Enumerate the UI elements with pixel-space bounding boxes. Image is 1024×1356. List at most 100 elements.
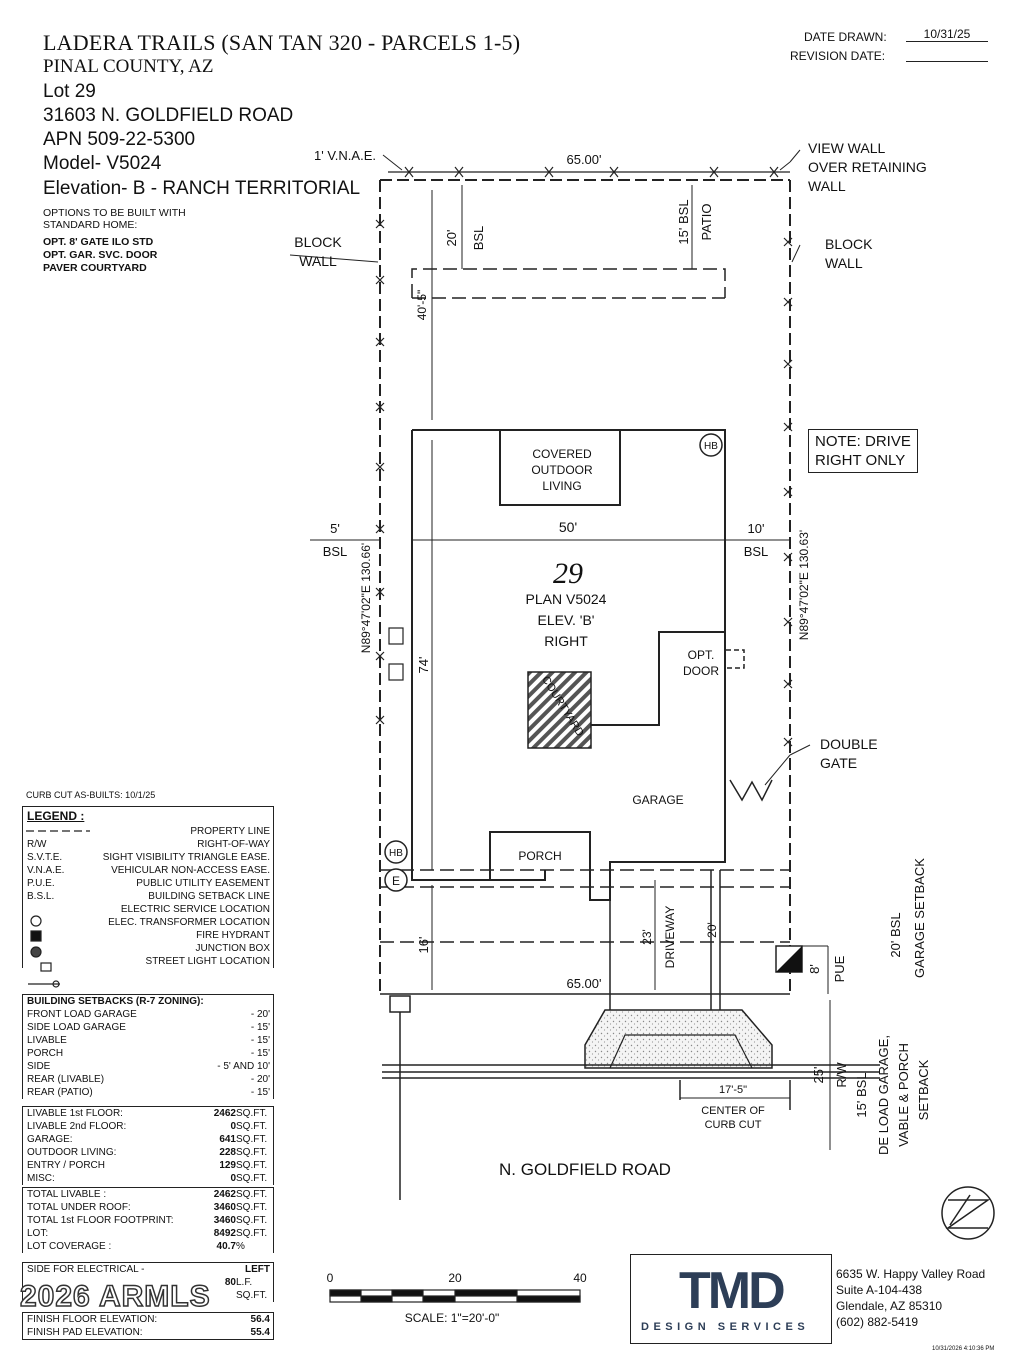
setback-label: SIDE LOAD GARAGE xyxy=(27,1022,126,1033)
scale-bar xyxy=(329,1289,581,1303)
legend-row: ELEC. TRANSFORMER LOCATION xyxy=(23,916,273,929)
legend-row: P.U.E.PUBLIC UTILITY EASEMENT xyxy=(23,877,273,890)
address-line-1: 6635 W. Happy Valley Road xyxy=(836,1267,986,1281)
totals-value: 3460 xyxy=(213,1215,236,1226)
legend-key: B.S.L. xyxy=(27,891,55,902)
rw-label: R/W xyxy=(834,1062,849,1088)
view-wall-1: VIEW WALL xyxy=(808,140,885,156)
totals-row: LOT COVERAGE :40.7% xyxy=(23,1240,273,1253)
setback-row: REAR (PATIO)- 15' xyxy=(23,1086,273,1099)
setback-value: - 15' xyxy=(250,1048,270,1059)
label-patio: PATIO xyxy=(699,203,714,240)
totals-label: LOT COVERAGE : xyxy=(27,1241,112,1252)
legend-row: STREET LIGHT LOCATION xyxy=(23,955,273,968)
totals-value-group: 3460SQ.FT. xyxy=(214,1201,270,1214)
totals-unit: % xyxy=(236,1241,245,1252)
setback-value: - 15' xyxy=(250,1035,270,1046)
courtyard-pavers xyxy=(527,671,592,749)
legend-title: LEGEND : xyxy=(27,809,85,823)
north-arrow-icon xyxy=(941,1186,995,1240)
option-2: OPT. GAR. SVC. DOOR xyxy=(43,249,158,261)
elevations-value: 55.4 xyxy=(250,1327,270,1338)
scale-label: SCALE: 1"=20'-0" xyxy=(405,1311,500,1325)
option-1: OPT. 8' GATE ILO STD xyxy=(43,236,154,248)
label-patio-bsl: 15' BSL xyxy=(676,199,691,244)
lot-number: Lot 29 xyxy=(43,81,96,102)
curb-cut-1: CENTER OF xyxy=(701,1105,765,1117)
totals-label: TOTAL 1st FLOOR FOOTPRINT: xyxy=(27,1215,174,1226)
legend-label: STREET LIGHT LOCATION xyxy=(145,956,270,967)
elevations-value-group: 56.4 xyxy=(251,1313,270,1326)
scale-tick-40: 40 xyxy=(573,1271,587,1285)
legend-label: RIGHT-OF-WAY xyxy=(197,839,270,850)
legend-label: PUBLIC UTILITY EASEMENT xyxy=(136,878,270,889)
totals-value-group: 2462SQ.FT. xyxy=(214,1188,270,1201)
dim-23: 23' xyxy=(640,929,654,945)
totals-value-group: 3460SQ.FT. xyxy=(214,1214,270,1227)
property-line xyxy=(379,179,791,995)
mls-watermark: 2026 ARMLS xyxy=(19,1279,211,1314)
setback-row: FRONT LOAD GARAGE- 20' xyxy=(23,1008,273,1021)
side-setback-2: VABLE & PORCH xyxy=(896,1043,911,1147)
areas-label: MISC: xyxy=(27,1173,55,1184)
opt-door-1: OPT. xyxy=(688,648,715,662)
dim-front-16: 16' xyxy=(416,937,431,954)
road-name: N. GOLDFIELD ROAD xyxy=(499,1160,671,1179)
legend-row: PROPERTY LINE xyxy=(23,825,273,838)
street-address: 31603 N. GOLDFIELD ROAD xyxy=(43,105,294,126)
bsl-10-dim: 10' xyxy=(748,521,765,536)
print-timestamp: 10/31/2026 4:10:36 PM xyxy=(932,1346,995,1352)
dim-bottom: 65.00' xyxy=(566,976,601,991)
legend-key xyxy=(27,916,85,929)
bearing-right: N89°47'02"E 130.63' xyxy=(797,530,811,640)
electric-label: E xyxy=(392,874,400,888)
hand-label: RIGHT xyxy=(544,633,588,649)
legend-label: ELECTRIC SERVICE LOCATION xyxy=(120,904,270,915)
curb-cut-note: CURB CUT AS-BUILTS: 10/1/25 xyxy=(26,790,155,800)
hose-bib-icon xyxy=(384,840,408,864)
revision-label: REVISION DATE: xyxy=(790,49,886,63)
road-edges xyxy=(382,1000,880,1200)
date-drawn: 10/31/25 xyxy=(906,27,988,42)
company-logo-box: TMD DESIGN SERVICES xyxy=(630,1254,832,1344)
areas-value-group: 0SQ.FT. xyxy=(230,1120,270,1133)
setback-value: - 15' xyxy=(250,1087,270,1098)
areas-value: 129 xyxy=(219,1160,236,1171)
totals-row: TOTAL UNDER ROOF:3460SQ.FT. xyxy=(23,1201,273,1214)
elevations-value: 56.4 xyxy=(250,1314,270,1325)
bsl-20-label: 20' BSL xyxy=(888,912,903,957)
dim-width: 50' xyxy=(559,519,577,535)
model: Model- V5024 xyxy=(43,153,161,175)
areas-unit: SQ.FT. xyxy=(236,1147,268,1158)
vnae-label: 1' V.N.A.E. xyxy=(314,148,376,163)
totals-value-group: 8492SQ.FT. xyxy=(214,1227,270,1240)
legend-label: PROPERTY LINE xyxy=(190,826,270,837)
setback-label: PORCH xyxy=(27,1048,64,1059)
areas-row: LIVABLE 1st FLOOR:2462SQ.FT. xyxy=(23,1107,273,1120)
setback-row: LIVABLE- 15' xyxy=(23,1034,273,1047)
areas-value: 0 xyxy=(230,1173,236,1184)
elev-label: ELEV. 'B' xyxy=(538,612,595,628)
partial-unit-1: L.F. xyxy=(236,1277,253,1288)
legend-row: FIRE HYDRANT xyxy=(23,929,273,942)
areas-value: 0 xyxy=(230,1121,236,1132)
hose-bib-label-front: HB xyxy=(389,848,403,859)
areas-value-group: 129SQ.FT. xyxy=(219,1159,270,1172)
totals-label: LOT: xyxy=(27,1228,49,1239)
options-intro: OPTIONS TO BE BUILT WITH STANDARD HOME: xyxy=(43,207,186,231)
totals-label: TOTAL LIVABLE : xyxy=(27,1189,107,1200)
setbacks-panel: BUILDING SETBACKS (R-7 ZONING): FRONT LO… xyxy=(22,994,274,1099)
areas-label: GARAGE: xyxy=(27,1134,73,1145)
legend-label: FIRE HYDRANT xyxy=(196,930,270,941)
junction-box-symbol xyxy=(389,995,411,1013)
opt-door-marker xyxy=(726,649,745,669)
areas-row: OUTDOOR LIVING:228SQ.FT. xyxy=(23,1146,273,1159)
areas-label: OUTDOOR LIVING: xyxy=(27,1147,117,1158)
areas-unit: SQ.FT. xyxy=(236,1121,268,1132)
house-footprint xyxy=(411,429,726,901)
setback-value: - 20' xyxy=(250,1074,270,1085)
dim-8: 8' xyxy=(807,964,822,974)
legend-key xyxy=(27,903,85,916)
